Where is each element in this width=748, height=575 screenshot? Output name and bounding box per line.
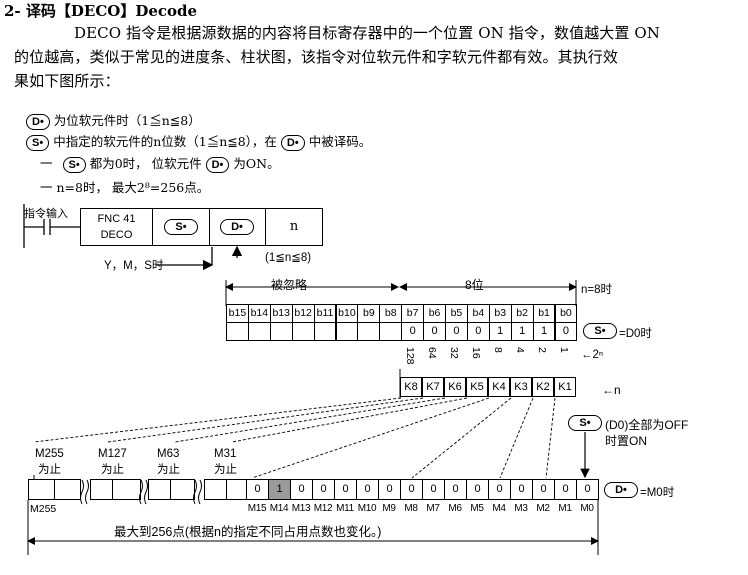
intro-line-3: 果如下图所示： [14, 72, 120, 90]
d-operand-badge: D• [205, 156, 230, 173]
bit-value-cell: 0 [401, 322, 425, 341]
n-range: (1≦n≦8) [265, 252, 312, 264]
dash: 一 [40, 156, 53, 171]
d-operand-badge: D• [280, 134, 305, 151]
eight-bit-label: 8位 [465, 278, 484, 292]
m-label: M4 [492, 503, 506, 514]
range-label-bottom: 为止 [38, 464, 61, 476]
m-label: M1 [558, 503, 572, 514]
condition-2-text: 中指定的软元件的n位数（1≦n≦8），在 [53, 134, 277, 149]
condition-1: D• 为位软元件时（1≦n≦8） [26, 110, 201, 130]
output-bit-cell: 0 [312, 479, 335, 500]
fnc-number: FNC 41 [97, 213, 136, 225]
s-operand-badge: S• [164, 219, 198, 235]
k-label: K4 [488, 377, 510, 397]
range-label-top: M31 [214, 448, 237, 460]
k-label: K1 [554, 377, 576, 397]
output-cell [112, 479, 141, 500]
footer-note: 最大到256点(根据n的指定不同占用点数也变化。) [114, 525, 382, 539]
range-label-bottom: 为止 [157, 464, 180, 476]
condition-4: 一 n=8时， 最大2⁸=256点。 [40, 180, 210, 195]
m-label: M6 [448, 503, 462, 514]
k-label: K2 [532, 377, 554, 397]
m-label: M14 [269, 503, 289, 514]
condition-2: S• 中指定的软元件的n位数（1≦n≦8），在 D• 中被译码。 [26, 131, 371, 151]
m-label: M8 [404, 503, 418, 514]
s-operand-badge: S• [568, 415, 602, 431]
m-label: M7 [426, 503, 440, 514]
range-label-bottom: 为止 [214, 464, 237, 476]
mnemonic: DECO [100, 229, 133, 241]
output-cell [54, 479, 81, 500]
s-operand-badge: S• [62, 156, 86, 173]
condition-3-tail: 为ON。 [233, 156, 280, 171]
k-label: K7 [422, 377, 444, 397]
output-cell [170, 479, 195, 500]
n8-label: n=8时 [581, 284, 613, 296]
bit-header-cell: b15 [226, 304, 249, 323]
m-label: M2 [536, 503, 550, 514]
s-operand-badge: S• [583, 323, 617, 339]
d-operand-badge: D• [604, 482, 638, 498]
m-label: M10 [357, 503, 377, 514]
condition-1-text: 为位软元件时（1≦n≦8） [53, 113, 201, 128]
s-operand-badge: S• [26, 134, 50, 151]
n-box: n [265, 208, 323, 246]
k-arrow-note: ←n [602, 383, 621, 397]
off-note-line-1: (D0)全部为OFF [605, 418, 689, 432]
ymd-note: Y，M，S时 [104, 260, 164, 272]
intro-line-1: DECO 指令是根据源数据的内容将目标寄存器中的一个位置 ON 指令，数值越大置… [74, 24, 660, 42]
bit-value-cell: 0 [445, 322, 468, 341]
range-label-top: M63 [157, 448, 180, 460]
m-label: M12 [313, 503, 333, 514]
bit-value-cell: 0 [554, 322, 578, 341]
k-label: K3 [510, 377, 532, 397]
output-bit-cell: 0 [576, 479, 599, 500]
d0-note: =D0时 [619, 328, 652, 340]
off-note-line-2: 时置ON [605, 434, 648, 448]
m-label: M0 [580, 503, 594, 514]
d-operand-badge: D• [220, 219, 254, 235]
output-bit-cell: 1 [268, 479, 291, 500]
condition-2-tail: 中被译码。 [308, 134, 372, 149]
k-label: K6 [444, 377, 466, 397]
condition-3-text: 都为0时， 位软元件 [89, 156, 202, 171]
section-heading: 2- 译码【DECO】Decode [4, 2, 198, 20]
output-bit-cell: 0 [554, 479, 577, 500]
range-label-bottom: 为止 [101, 464, 124, 476]
pow-note: ←2ⁿ [581, 349, 604, 361]
m-label: M3 [514, 503, 528, 514]
k-label: K5 [466, 377, 488, 397]
m-label: M15 [247, 503, 267, 514]
bit-value-cell: 0 [466, 322, 490, 341]
intro-line-2: 的位越高，类似于常见的进度条、柱状图，该指令对位软元件和字软元件都有效。其执行效 [14, 48, 619, 66]
m-label: M9 [382, 503, 396, 514]
m-label: M11 [336, 503, 354, 514]
contact-label: 指令输入 [24, 208, 68, 220]
ignored-label: 被忽略 [271, 278, 308, 292]
m-label: M5 [470, 503, 484, 514]
range-label-top: M127 [98, 448, 127, 460]
d-note: =M0时 [640, 487, 675, 499]
m255-label: M255 [30, 503, 57, 515]
condition-3: 一 S• 都为0时， 位软元件 D• 为ON。 [40, 153, 280, 173]
d-operand-badge: D• [26, 113, 50, 130]
output-bit-cell: 0 [400, 479, 423, 500]
m-label: M13 [291, 503, 311, 514]
range-label-top: M255 [35, 448, 64, 460]
